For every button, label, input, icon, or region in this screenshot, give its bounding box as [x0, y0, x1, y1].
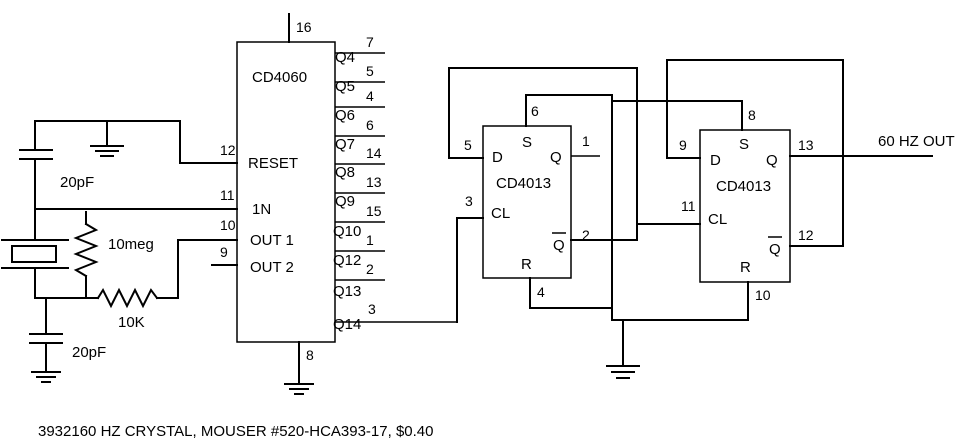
ff2-pin-q: 13 — [798, 137, 814, 153]
cd4013-flipflop-1: CD4013 D S Q CL R Q 5 6 1 3 2 4 — [464, 103, 600, 300]
ff2-pin-qbar: 12 — [798, 227, 814, 243]
pin10-label: OUT 1 — [250, 232, 294, 249]
pin-q5-number: 5 — [366, 63, 374, 79]
ground-symbol-ff — [606, 365, 640, 379]
cd4060-name: CD4060 — [252, 69, 307, 86]
pin10-number: 10 — [220, 217, 236, 233]
ff1-pin-r: 4 — [537, 284, 545, 300]
pin-q12-label: Q12 — [333, 252, 361, 269]
ff2-pin-r: 10 — [755, 287, 771, 303]
ground-symbol-bottom — [31, 371, 61, 383]
ff1-pin-d: 5 — [464, 137, 472, 153]
ff1-name: CD4013 — [496, 175, 551, 192]
pin8-number: 8 — [306, 347, 314, 363]
ff2-pin-s: 8 — [748, 107, 756, 123]
ff1-r-label: R — [521, 256, 532, 273]
pin-q14-number: 3 — [368, 301, 376, 317]
pin16-number: 16 — [296, 19, 312, 35]
ff2-name: CD4013 — [716, 178, 771, 195]
pin-q10-label: Q10 — [333, 223, 361, 240]
crystal-caption: 3932160 HZ CRYSTAL, MOUSER #520-HCA393-1… — [38, 423, 433, 440]
cd4060-right-pins: Q4 7 Q5 5 Q6 4 Q7 6 Q8 14 Q9 13 Q10 15 Q… — [333, 34, 457, 333]
pin9-label: OUT 2 — [250, 259, 294, 276]
pin-q10-number: 15 — [366, 203, 382, 219]
pin-q7-label: Q7 — [335, 136, 355, 153]
ff1-pin-q: 1 — [582, 133, 590, 149]
pin-q13-number: 2 — [366, 261, 374, 277]
ff1-pin-cl: 3 — [465, 193, 473, 209]
ff1-qbar-label: Q — [553, 237, 565, 254]
cap-top-label: 20pF — [60, 174, 94, 191]
pin-q5-label: Q5 — [335, 78, 355, 95]
cd4013-flipflop-2: CD4013 D S Q CL R Q 9 8 13 11 12 10 — [679, 107, 814, 303]
pin-q12-number: 1 — [366, 232, 374, 248]
ground-symbol-top — [90, 145, 124, 157]
ff2-q-label: Q — [766, 152, 778, 169]
pin12-label: RESET — [248, 155, 298, 172]
pin-q6-label: Q6 — [335, 107, 355, 124]
output-label: 60 HZ OUT — [878, 133, 955, 150]
pin-q8-number: 14 — [366, 145, 382, 161]
ff1-s-label: S — [522, 134, 532, 151]
crystal-icon — [1, 239, 69, 269]
ff1-d-label: D — [492, 149, 503, 166]
ff1-pin-s: 6 — [531, 103, 539, 119]
pin-q4-label: Q4 — [335, 49, 355, 66]
ground-symbol — [284, 383, 314, 395]
ff2-pin-cl: 11 — [681, 198, 696, 214]
pin-q13-label: Q13 — [333, 283, 361, 300]
ff1-body — [482, 125, 572, 279]
pin-q8-label: Q8 — [335, 164, 355, 181]
ff2-d-label: D — [710, 152, 721, 169]
capacitor-bottom — [29, 333, 63, 344]
pin12-number: 12 — [220, 142, 236, 158]
ff1-pin-qbar: 2 — [582, 227, 590, 243]
ff2-qbar-label: Q — [769, 241, 781, 258]
resistor-10k-label: 10K — [118, 314, 145, 331]
pin11-label: 1N — [252, 201, 271, 218]
ff2-cl-label: CL — [708, 211, 727, 228]
oscillator-section: 20pF 10meg 10K — [1, 120, 181, 383]
pin-q9-label: Q9 — [335, 193, 355, 210]
ff1-cl-label: CL — [491, 205, 510, 222]
cd4060-chip: CD4060 16 8 12 RESET 11 1N 10 OUT 1 9 OU… — [34, 13, 457, 395]
pin-q9-number: 13 — [366, 174, 382, 190]
ff2-body — [699, 129, 791, 283]
ff2-s-label: S — [739, 136, 749, 153]
pin-q7-number: 6 — [366, 117, 374, 133]
ff2-pin-d: 9 — [679, 137, 687, 153]
wiring — [448, 59, 933, 379]
resistor-10meg-icon — [73, 222, 99, 278]
cd4060-body — [236, 41, 336, 343]
capacitor-top — [19, 149, 53, 160]
pin-q6-number: 4 — [366, 88, 374, 104]
ff2-r-label: R — [740, 259, 751, 276]
pin11-number: 11 — [220, 187, 235, 203]
ff1-q-label: Q — [550, 149, 562, 166]
cap-bottom-label: 20pF — [72, 344, 106, 361]
resistor-10k-icon — [96, 287, 159, 309]
pin-q4-number: 7 — [366, 34, 374, 50]
resistor-10meg-label: 10meg — [108, 236, 154, 253]
pin-q14-label: Q14 — [333, 316, 361, 333]
pin9-number: 9 — [220, 244, 228, 260]
